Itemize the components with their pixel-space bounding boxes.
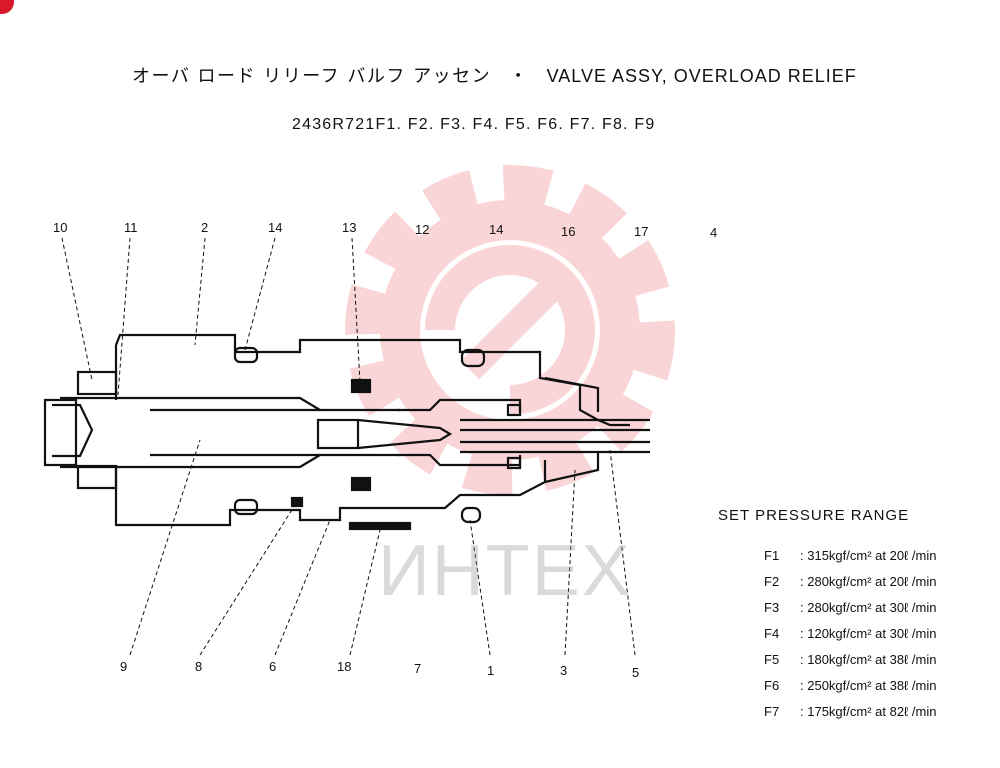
callout-8: 8: [195, 659, 202, 674]
callout-17: 17: [634, 224, 648, 239]
spec-code: F4: [764, 626, 780, 641]
callout-3: 3: [560, 663, 567, 678]
callout-16: 16: [561, 224, 575, 239]
valve-body-outline: [43, 333, 650, 531]
spec-value: 315kgf/cm² at 20ℓ /min: [807, 548, 937, 563]
top-callout-labels: 10 11 2 14 13 12 14 16 17 4: [53, 220, 717, 240]
spec-row: F7: 175kgf/cm² at 82ℓ /min: [764, 702, 936, 728]
spec-value: 280kgf/cm² at 20ℓ /min: [807, 574, 937, 589]
title-japanese: オーバ ロード リリーフ バルフ アッセン: [132, 66, 492, 87]
callout-6: 6: [269, 659, 276, 674]
spec-code: F6: [764, 678, 780, 693]
spec-row: F4: 120kgf/cm² at 30ℓ /min: [764, 624, 936, 650]
spec-list: F1: 315kgf/cm² at 20ℓ /min F2: 280kgf/cm…: [764, 546, 936, 728]
part-numbers: 2436R721F1. F2. F3. F4. F5. F6. F7. F8. …: [292, 116, 656, 133]
spec-row: F3: 280kgf/cm² at 30ℓ /min: [764, 598, 936, 624]
spec-code: F1: [764, 548, 780, 563]
callout-5: 5: [632, 665, 639, 680]
spec-value: 280kgf/cm² at 30ℓ /min: [807, 600, 937, 615]
title-english: VALVE ASSY, OVERLOAD RELIEF: [546, 66, 857, 86]
callout-12: 12: [415, 222, 429, 237]
callout-13: 13: [342, 220, 356, 235]
callout-18: 18: [337, 659, 351, 674]
callout-2: 2: [201, 220, 208, 235]
callout-14a: 14: [268, 220, 282, 235]
callout-7: 7: [414, 661, 421, 676]
callout-11: 11: [124, 220, 138, 235]
spec-value: 120kgf/cm² at 30ℓ /min: [807, 626, 937, 641]
spec-row: F5: 180kgf/cm² at 38ℓ /min: [764, 650, 936, 676]
spec-value: 175kgf/cm² at 82ℓ /min: [807, 704, 937, 719]
leader-lines: [61, 237, 636, 656]
spec-code: F2: [764, 574, 780, 589]
callout-9: 9: [120, 659, 127, 674]
spec-row: F1: 315kgf/cm² at 20ℓ /min: [764, 546, 936, 572]
page-title: オーバ ロード リリーフ バルフ アッセン・ VALVE ASSY, OVERLO…: [132, 62, 857, 88]
title-separator: ・: [509, 66, 529, 87]
spec-row: F2: 280kgf/cm² at 20ℓ /min: [764, 572, 936, 598]
watermark-text: ИНТЕХ: [378, 531, 632, 611]
bottom-callout-labels: 9 8 6 18 7 1 3 5: [120, 659, 639, 680]
spec-code: F7: [764, 704, 780, 719]
callout-14b: 14: [489, 222, 503, 237]
spec-row: F6: 250kgf/cm² at 38ℓ /min: [764, 676, 936, 702]
spec-value: 250kgf/cm² at 38ℓ /min: [807, 678, 937, 693]
spec-value: 180kgf/cm² at 38ℓ /min: [807, 652, 937, 667]
spec-title: SET PRESSURE RANGE: [718, 507, 910, 524]
spec-code: F5: [764, 652, 780, 667]
callout-1: 1: [487, 663, 494, 678]
callout-4: 4: [710, 225, 717, 240]
spec-code: F3: [764, 600, 780, 615]
callout-10: 10: [53, 220, 67, 235]
